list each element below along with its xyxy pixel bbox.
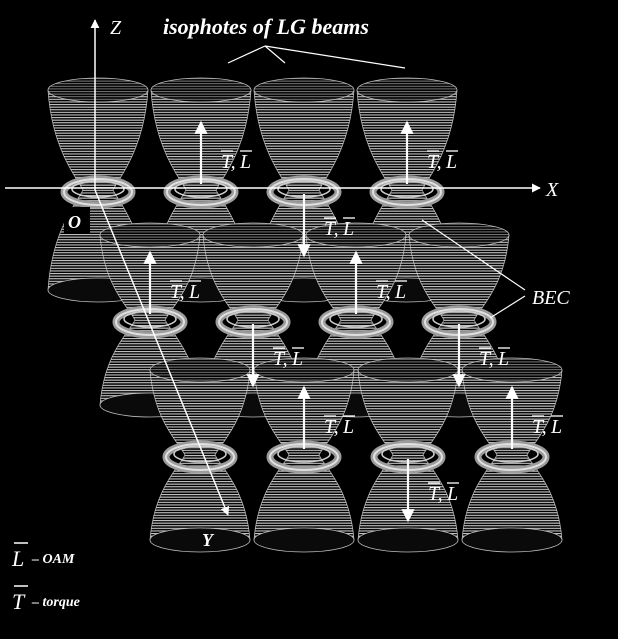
vector-l-label: L [188, 281, 200, 303]
vector-t-label: T, [427, 151, 442, 173]
title-pointer-right [265, 46, 405, 68]
vector-t-label: T, [170, 281, 185, 303]
vector-t-label: T, [376, 281, 391, 303]
origin-label-box [64, 207, 90, 233]
vector-t-label: T, [221, 151, 236, 173]
lg-beam [358, 358, 458, 552]
beam-top-cap [409, 223, 509, 247]
vector-t-label: T, [479, 348, 494, 370]
beam-layers [48, 78, 562, 552]
vector-l-label: L [394, 281, 406, 303]
title-pointer-left [228, 46, 265, 63]
vector-l-label: L [342, 416, 354, 438]
beam-top-cap [100, 223, 200, 247]
beam-top-cap [254, 78, 354, 102]
vector-t-label: T, [273, 348, 288, 370]
beam-top-cap [358, 358, 458, 382]
beam-top-cap [357, 78, 457, 102]
beam-bottom-cap [358, 528, 458, 552]
beam-top-cap [254, 358, 354, 382]
vector-l-label: L [497, 348, 509, 370]
vector-l-label: L [550, 416, 562, 438]
vector-l-label: L [239, 151, 251, 173]
beam-top-cap [462, 358, 562, 382]
vector-l-label: L [291, 348, 303, 370]
beam-top-cap [151, 78, 251, 102]
vector-t-label: T, [532, 416, 547, 438]
vector-t-label: T, [428, 483, 443, 505]
lg-beam [150, 358, 250, 552]
beam-bottom-cap [254, 528, 354, 552]
beam-top-cap [203, 223, 303, 247]
vector-t-label: T, [324, 218, 339, 240]
vector-t-label: T, [324, 416, 339, 438]
vector-l-label: L [445, 151, 457, 173]
beam-bottom-cap [150, 528, 250, 552]
vector-l-label: L [342, 218, 354, 240]
beam-top-cap [306, 223, 406, 247]
vector-l-label: L [446, 483, 458, 505]
beam-bottom-cap [462, 528, 562, 552]
beam-top-cap [48, 78, 148, 102]
bec-pointer-bottom [490, 296, 525, 318]
